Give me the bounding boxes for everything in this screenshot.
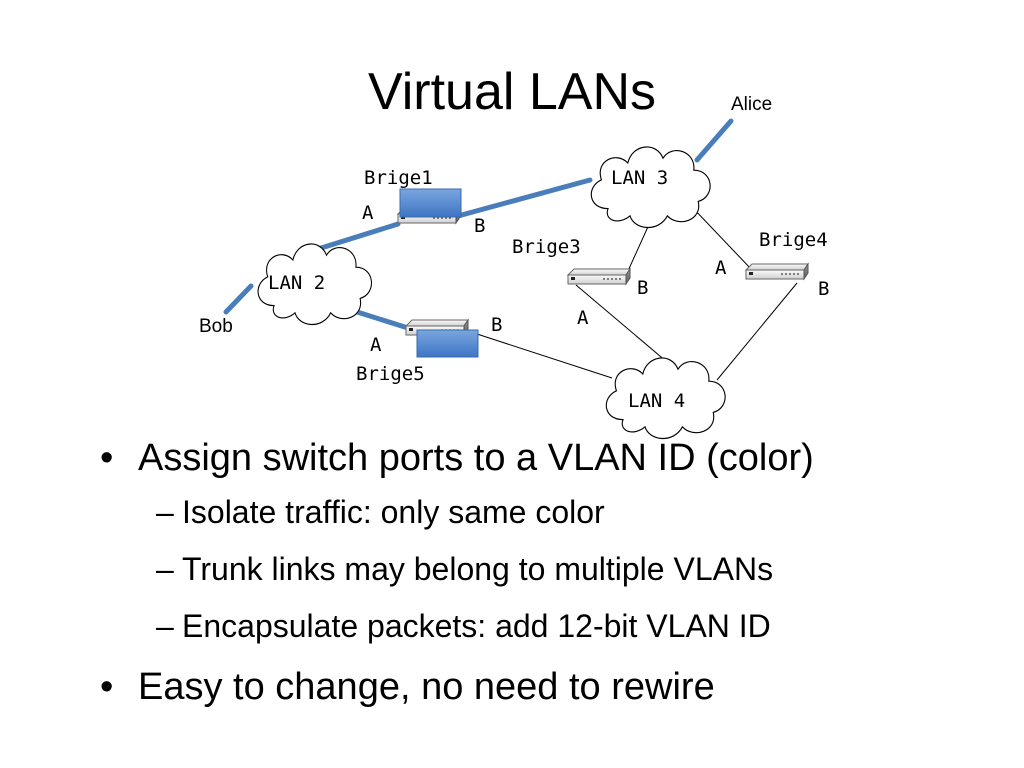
bridge5-vlan-highlight	[416, 329, 479, 358]
lan3-label: LAN 3	[611, 167, 668, 189]
bridge4-port-b: B	[818, 278, 829, 300]
link-bridge3-lan4	[575, 284, 668, 363]
bridge4-name: Brige4	[759, 229, 828, 251]
slide-title: Virtual LANs	[367, 63, 657, 121]
bridge3-port-b: B	[637, 277, 648, 299]
vlan-link-bridge1-lan2	[315, 221, 401, 252]
vlan-link-lan3-bridge1	[455, 177, 593, 219]
bridge3-switch-icon	[567, 268, 631, 285]
sub-bullet-trunk: Trunk links may belong to multiple VLANs	[100, 541, 1000, 598]
bridge5-name: Brige5	[356, 363, 425, 385]
link-lan3-bridge4	[691, 206, 753, 271]
bullet-list: Assign switch ports to a VLAN ID (color)…	[100, 432, 1000, 713]
bridge3-port-a: A	[577, 307, 589, 329]
lan4-label: LAN 4	[628, 390, 685, 412]
bob-label: Bob	[199, 316, 233, 337]
vlan-link-lan2-bridge5	[351, 308, 411, 331]
sub-bullet-isolate: Isolate traffic: only same color	[100, 484, 1000, 541]
bullet-easy-change: Easy to change, no need to rewire	[100, 661, 1000, 713]
bridge1-vlan-highlight	[399, 188, 462, 218]
bridge1-port-a: A	[362, 202, 374, 224]
bullet-vlan-id: Assign switch ports to a VLAN ID (color)	[100, 432, 1000, 484]
bridge5-port-b: B	[491, 314, 502, 336]
network-diagram: LAN 2 LAN 3 LAN 4 Alice Bob Brige1 A B B…	[199, 94, 829, 440]
bridge4-port-a: A	[715, 257, 727, 279]
bridge3-name: Brige3	[512, 236, 581, 258]
vlan-link-bob	[223, 283, 254, 315]
link-bridge5-lan4	[476, 333, 613, 379]
link-bridge4-lan4	[716, 282, 798, 381]
bridge1-port-b: B	[474, 215, 485, 237]
bridge4-switch-icon	[745, 263, 809, 280]
vlan-link-alice	[694, 118, 734, 163]
bridge1-name: Brige1	[364, 167, 433, 189]
sub-bullet-encapsulate: Encapsulate packets: add 12-bit VLAN ID	[100, 598, 1000, 655]
alice-label: Alice	[731, 94, 772, 115]
lan2-label: LAN 2	[268, 272, 325, 294]
bridge5-port-a: A	[370, 334, 382, 356]
